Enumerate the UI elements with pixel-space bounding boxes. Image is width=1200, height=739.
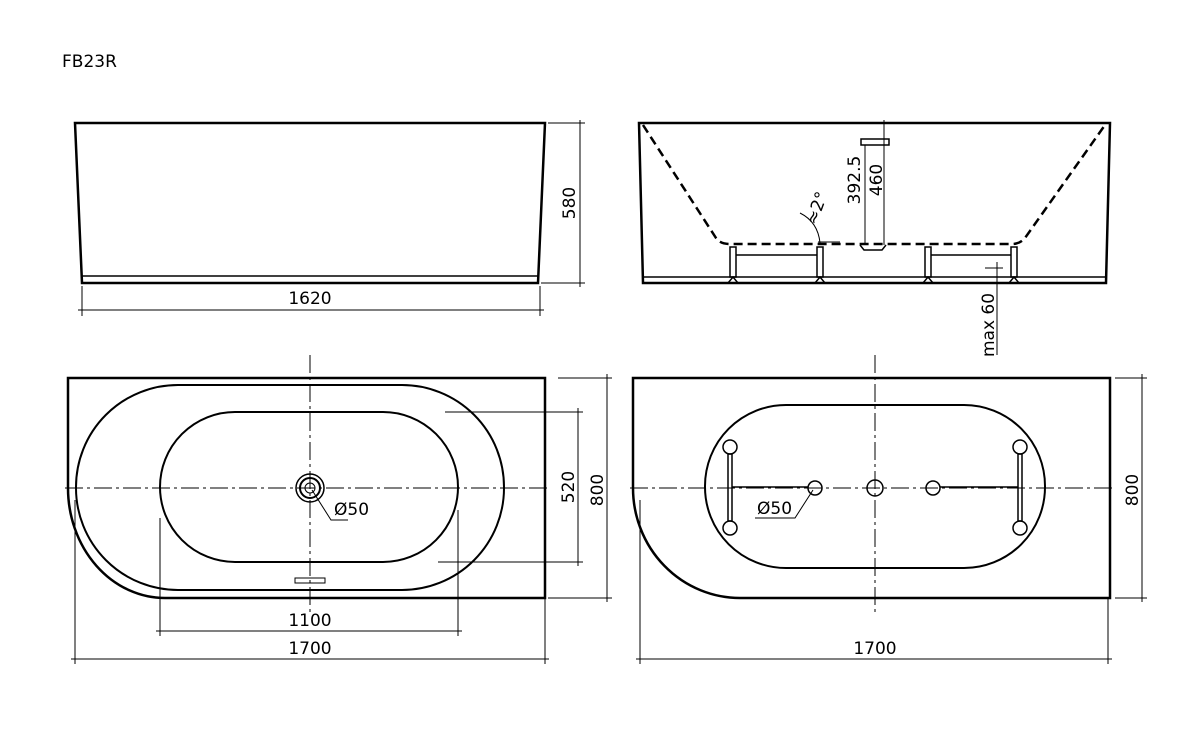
model-title: FB23R [62,52,117,72]
leg-positions [722,439,1028,536]
leg-adjust-label: max 60 [979,293,999,357]
front-width-label: 1620 [288,289,331,309]
inner-depth-label: 520 [559,471,579,503]
outer-width-label: 1700 [288,639,331,659]
slope-label: ≈2° [802,189,832,227]
outer-depth-label-2: 800 [1123,474,1143,506]
front-view: 580 1620 [73,120,585,316]
outer-width-label-2: 1700 [853,639,896,659]
drain-diameter-label-2: Ø50 [757,499,792,519]
front-height-label: 580 [560,187,580,219]
outer-depth-label: 800 [588,474,608,506]
drain-diameter-label: Ø50 [334,500,369,520]
plan-view-bottom: Ø50 1700 800 [630,355,1147,664]
inner-width-label: 1100 [288,611,331,631]
side-view: 392.5 460 ≈2° max 60 [637,120,1112,357]
legs [727,246,1020,284]
overflow-height-label: 392.5 [845,156,865,205]
plan-view-top: Ø50 1100 1700 520 800 [65,355,612,664]
drain-height-label: 460 [867,164,887,196]
